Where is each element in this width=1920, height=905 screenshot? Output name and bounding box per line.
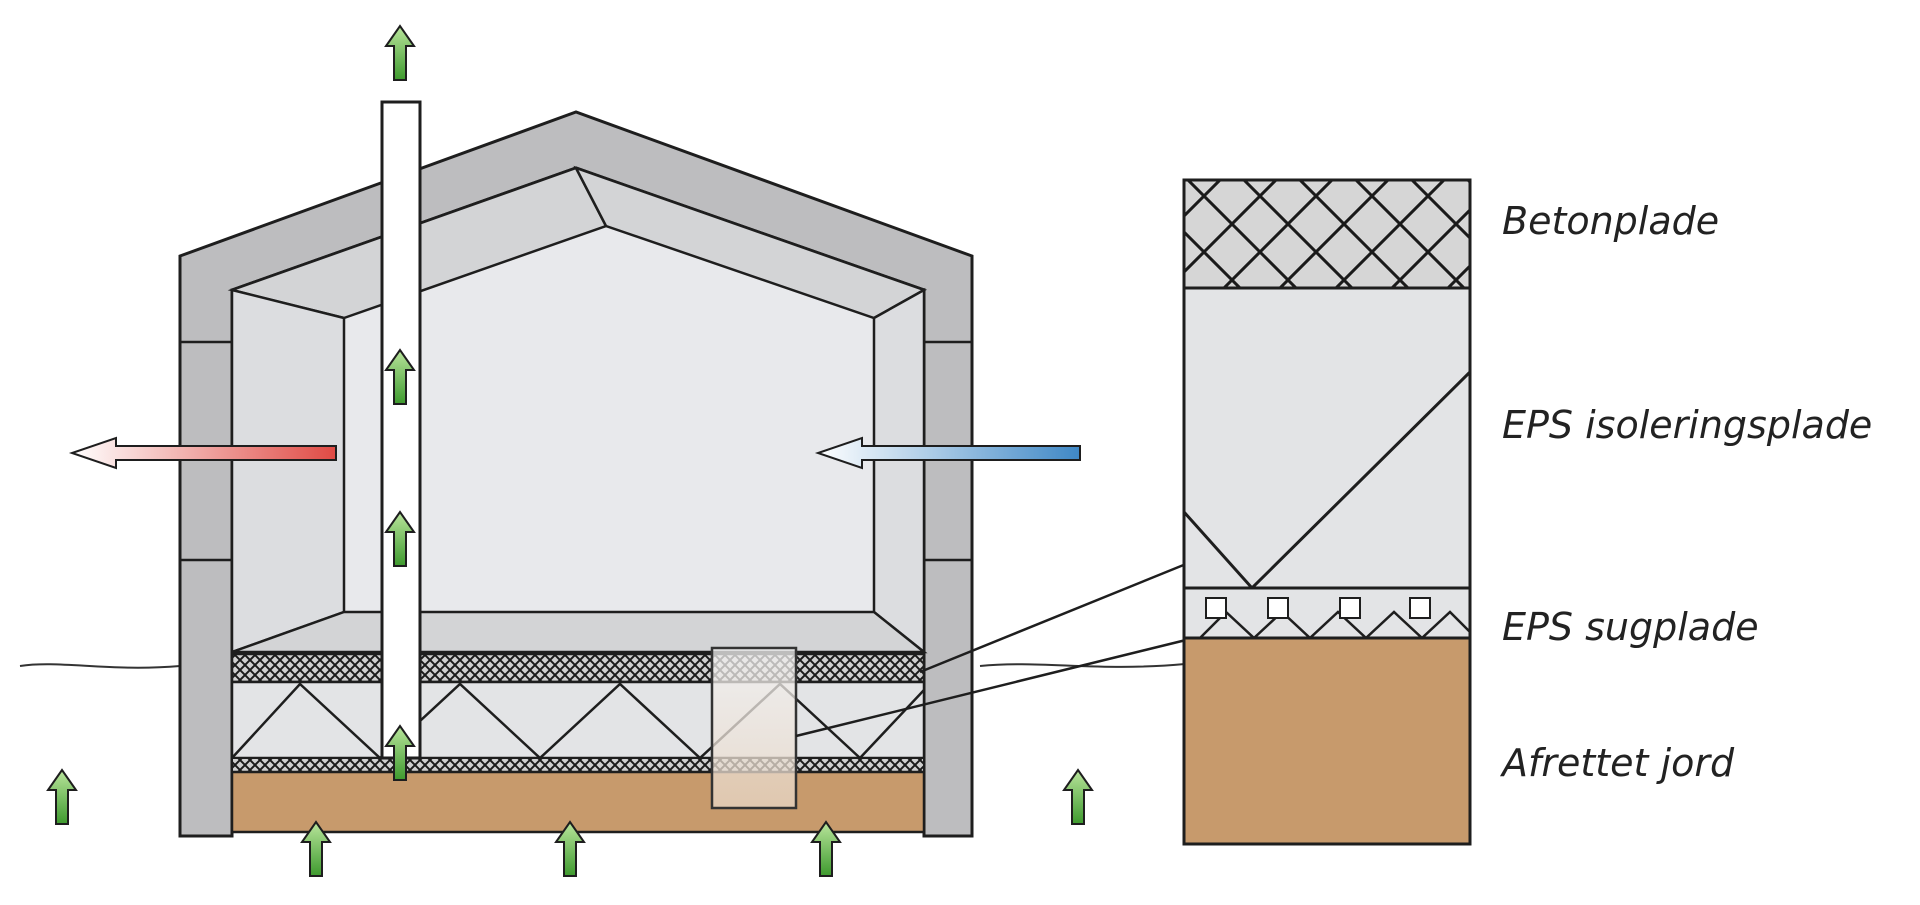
label-afrettet-jord: Afrettet jord	[1499, 741, 1735, 785]
eps-suction-layer	[231, 757, 925, 773]
green-up-arrow-icon	[1063, 769, 1093, 825]
ground-line-right	[979, 663, 1186, 668]
interior-floor	[231, 610, 928, 654]
leader-line-bottom	[795, 638, 1187, 738]
suction-channel	[1267, 597, 1289, 619]
suction-channel	[1339, 597, 1361, 619]
concrete-slab-layer	[230, 652, 926, 684]
red-left-arrow-icon	[68, 436, 337, 470]
section-concrete-slab	[1182, 178, 1472, 290]
label-eps-isoleringsplade: EPS isoleringsplade	[1502, 403, 1872, 447]
detail-highlight-box	[710, 646, 798, 810]
section-suction-channels	[1199, 610, 1471, 640]
ground-line-left	[19, 663, 181, 669]
vent-pipe	[380, 100, 422, 760]
section-leveled-soil	[1182, 636, 1472, 846]
interior-wall-right	[872, 287, 926, 655]
leveled-soil-layer	[230, 770, 926, 834]
cross-section-detail	[1182, 178, 1472, 846]
eps-truss-lines	[231, 682, 925, 760]
label-betonplade: Betonplade	[1502, 199, 1719, 243]
label-eps-sugplade: EPS sugplade	[1502, 605, 1759, 649]
green-up-arrow-icon	[385, 25, 415, 81]
green-up-arrow-icon	[47, 769, 77, 825]
suction-channel	[1205, 597, 1227, 619]
interior-wall-left	[230, 288, 346, 654]
suction-channel	[1409, 597, 1431, 619]
eps-insulation-layer	[230, 680, 926, 760]
blue-left-arrow-icon	[814, 436, 1081, 470]
leader-line-top	[919, 562, 1187, 674]
section-eps-insulation	[1182, 286, 1472, 590]
